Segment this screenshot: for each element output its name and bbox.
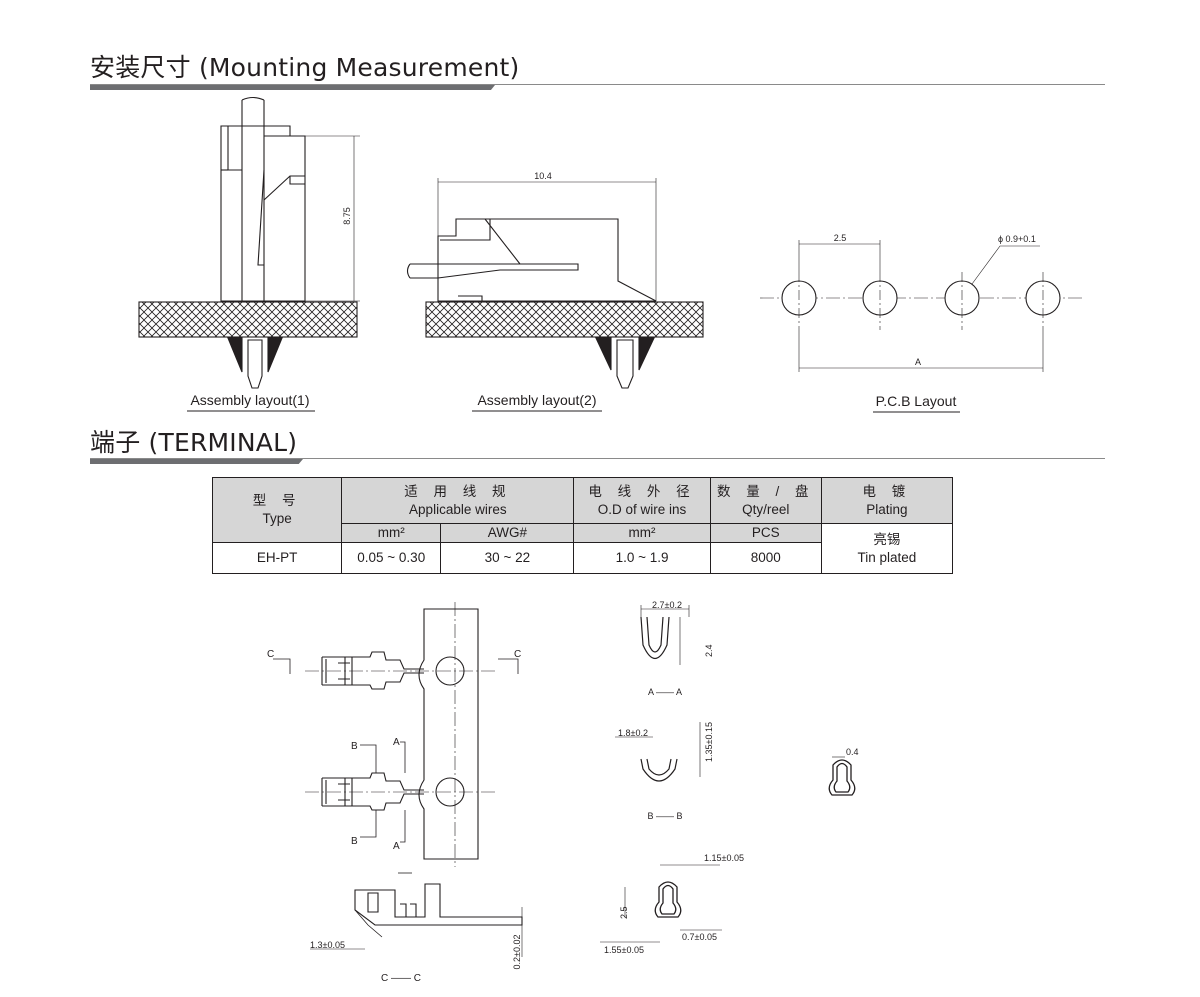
dim-0-7: 0.7±0.05 bbox=[682, 932, 717, 942]
section-title-terminal: 端子 (TERMINAL) bbox=[90, 428, 298, 457]
assembly-layout-2 bbox=[406, 178, 704, 389]
label-b-top: B bbox=[351, 741, 358, 752]
dim-hole: ϕ 0.9+0.1 bbox=[998, 234, 1036, 244]
section-a-a bbox=[640, 605, 690, 665]
dim-a: A bbox=[915, 357, 921, 367]
cell-type: EH-PT bbox=[211, 542, 343, 574]
section-b-b bbox=[615, 722, 701, 782]
section-c-c bbox=[600, 864, 722, 943]
cell-qty: 8000 bbox=[709, 542, 822, 574]
section-aa: A —— A bbox=[648, 687, 682, 697]
unit-awg: AWG# bbox=[440, 523, 575, 543]
cell-mm2: 0.05 ~ 0.30 bbox=[341, 542, 442, 574]
label-a-top: A bbox=[393, 737, 400, 748]
section-bb: B —— B bbox=[647, 811, 682, 821]
dim-1-35: 1.35±0.15 bbox=[704, 722, 714, 762]
section-rule bbox=[90, 458, 1105, 459]
caption-pcb: P.C.B Layout bbox=[876, 393, 957, 409]
dim-1-55: 1.55±0.05 bbox=[604, 945, 644, 955]
section-rule-accent bbox=[90, 459, 303, 464]
unit-od: mm² bbox=[573, 523, 711, 543]
section-rule-accent bbox=[90, 85, 495, 90]
mounting-drawings: 8.75 Assembly layout(1) 10.4 Assembly la… bbox=[138, 96, 1085, 413]
dim-1-3: 1.3±0.05 bbox=[310, 940, 345, 950]
dim-8-75: 8.75 bbox=[342, 207, 352, 225]
dim-0-4: 0.4 bbox=[846, 747, 859, 757]
section-rule bbox=[90, 84, 1105, 85]
terminal-strip bbox=[273, 602, 523, 957]
unit-pcs: PCS bbox=[709, 523, 822, 543]
caption-assembly-2: Assembly layout(2) bbox=[477, 392, 596, 408]
unit-mm2: mm² bbox=[341, 523, 442, 543]
dim-2-7: 2.7±0.2 bbox=[652, 600, 682, 610]
dim-2-5: 2.5 bbox=[834, 233, 847, 243]
dim-2-5-c: 2.5 bbox=[619, 906, 629, 919]
assembly-layout-1 bbox=[138, 96, 360, 389]
dim-10-4: 10.4 bbox=[534, 171, 552, 181]
caption-assembly-1: Assembly layout(1) bbox=[190, 392, 309, 408]
pcb-layout bbox=[760, 240, 1085, 372]
section-title-mounting: 安装尺寸 (Mounting Measurement) bbox=[90, 53, 520, 82]
section-cc: C —— C bbox=[381, 973, 421, 984]
dim-1-15: 1.15±0.05 bbox=[704, 853, 744, 863]
cell-od: 1.0 ~ 1.9 bbox=[573, 542, 711, 574]
terminal-cross-section bbox=[828, 756, 856, 796]
label-c-right: C bbox=[514, 649, 521, 660]
dim-2-4: 2.4 bbox=[704, 644, 714, 657]
terminal-drawings: C C B A B A 1.3±0.05 0.2±0.02 C —— C 2.7… bbox=[267, 600, 859, 984]
label-a-bottom: A bbox=[393, 841, 400, 852]
cell-awg: 30 ~ 22 bbox=[440, 542, 575, 574]
label-b-bottom: B bbox=[351, 836, 358, 847]
dim-0-2: 0.2±0.02 bbox=[512, 935, 522, 970]
label-c-left: C bbox=[267, 649, 274, 660]
dim-1-8: 1.8±0.2 bbox=[618, 728, 648, 738]
